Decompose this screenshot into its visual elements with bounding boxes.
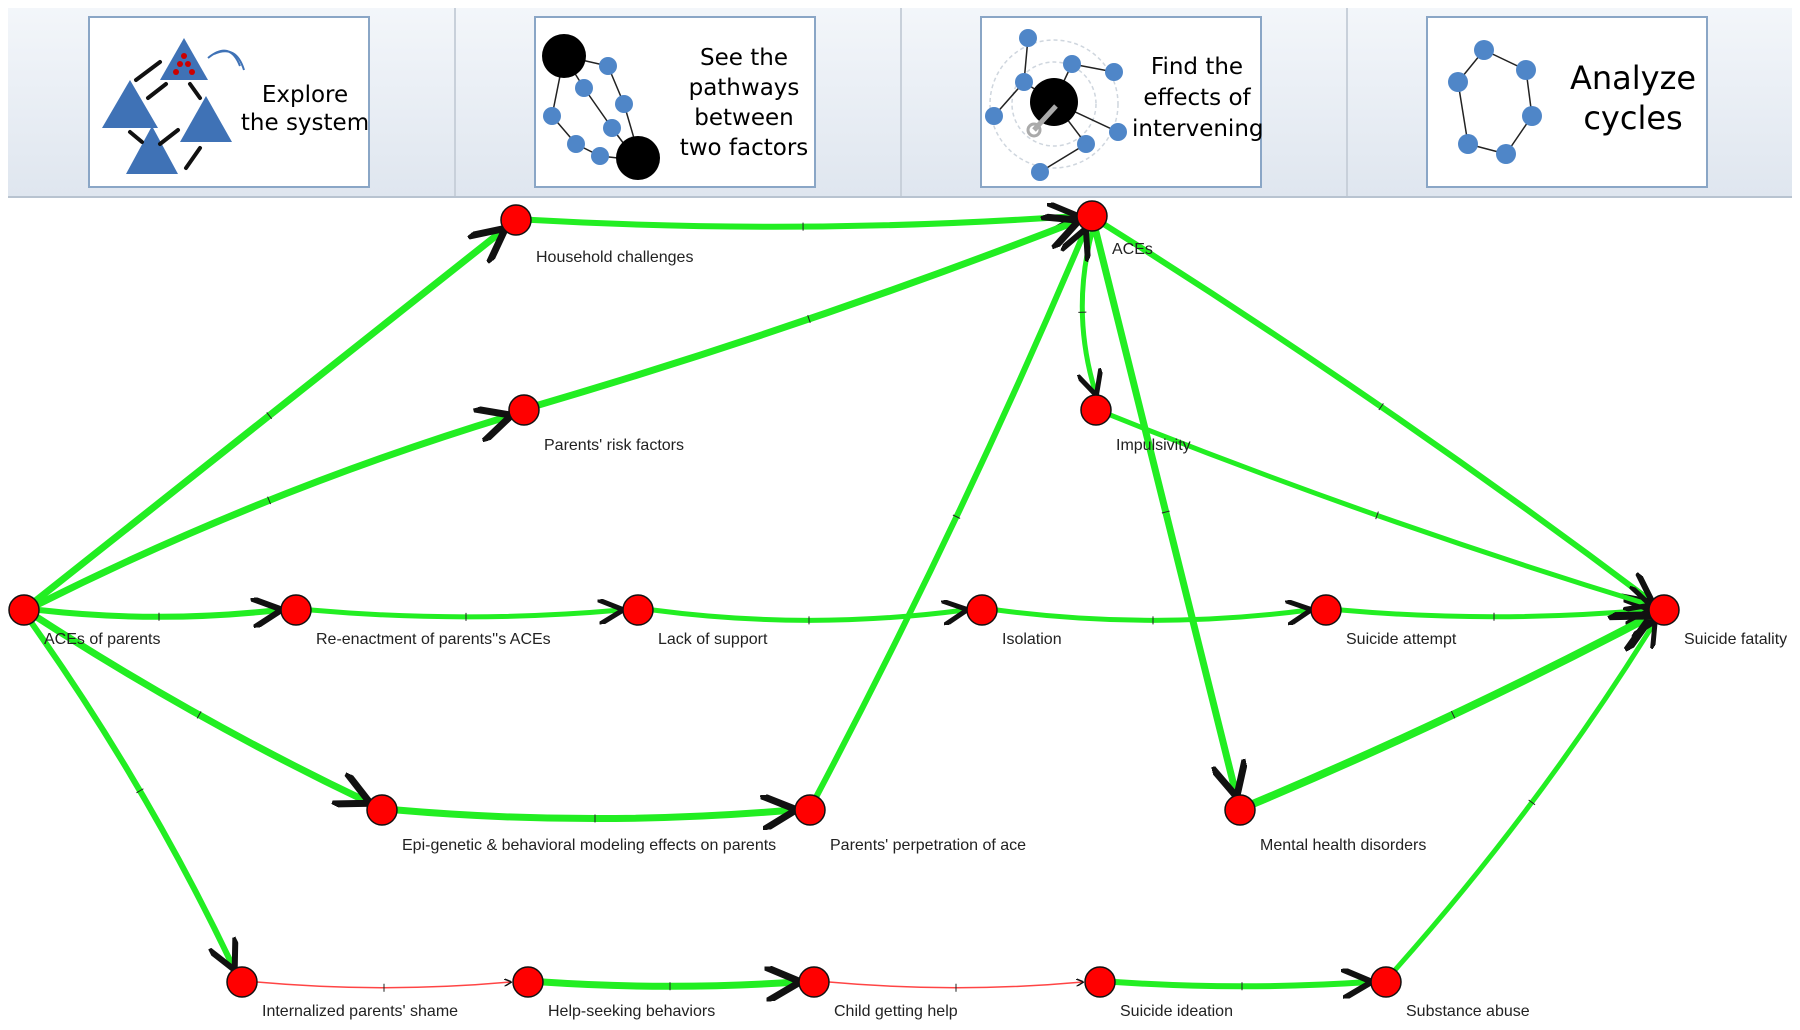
explore-section: Explore the system — [8, 8, 456, 196]
explore-system-button[interactable]: Explore the system — [88, 16, 370, 188]
node-help_seeking[interactable] — [512, 966, 544, 998]
edge-polarity-mark — [807, 315, 811, 323]
cycles-section: Analyze cycles — [1346, 8, 1792, 196]
node-epigenetic[interactable] — [366, 794, 398, 826]
edge-polarity-mark — [1378, 403, 1384, 411]
node-label-aces_parents: ACEs of parents — [44, 631, 161, 648]
node-suicide_ideation[interactable] — [1084, 966, 1116, 998]
intervene-label-line2: effects of — [1143, 85, 1251, 112]
node-substance[interactable] — [1370, 966, 1402, 998]
node-parents_risk[interactable] — [508, 394, 540, 426]
node-isolation[interactable] — [966, 594, 998, 626]
edge-polarity-mark — [266, 412, 273, 420]
node-aces[interactable] — [1076, 200, 1108, 232]
node-suicide_fatality[interactable] — [1648, 594, 1680, 626]
cycles-icon — [1448, 40, 1542, 164]
edge-perpetration-to-aces[interactable] — [813, 231, 1084, 800]
intervene-label-line1: Find the — [1150, 54, 1244, 80]
intervention-icon — [985, 29, 1127, 181]
node-label-lack_support: Lack of support — [658, 631, 768, 648]
intervene-label: Find the effects of intervening — [1132, 52, 1264, 145]
pathways-label-line2: pathways — [688, 74, 800, 101]
edge-polarity-mark — [952, 514, 961, 519]
node-mental_health[interactable] — [1224, 794, 1256, 826]
find-intervention-effects-button[interactable]: Find the effects of intervening — [980, 16, 1264, 188]
pathways-label: See the pathways between two factors — [674, 44, 814, 164]
explore-label: Explore the system — [240, 82, 370, 137]
intervene-label-line3: intervening — [1132, 116, 1264, 143]
node-label-shame: Internalized parents' shame — [262, 1003, 458, 1020]
node-label-impulsivity: Impulsivity — [1116, 437, 1191, 454]
edge-aces-to-suicide_fatality[interactable] — [1101, 221, 1650, 601]
see-pathways-button[interactable]: See the pathways between two factors — [534, 16, 816, 188]
node-label-suicide_ideation: Suicide ideation — [1120, 1003, 1233, 1020]
cycles-label-line1: Analyze — [1569, 59, 1697, 97]
node-household[interactable] — [500, 204, 532, 236]
explore-system-icon — [102, 38, 245, 174]
node-lack_support[interactable] — [622, 594, 654, 626]
node-label-suicide_attempt: Suicide attempt — [1346, 631, 1457, 648]
causal-loop-graph: ACEs of parents Household challenges ACEsP… — [8, 200, 1787, 1020]
node-label-reenactment: Re-enactment of parents''s ACEs — [316, 631, 551, 648]
node-label-help_seeking: Help-seeking behaviors — [548, 1003, 715, 1020]
node-reenactment[interactable] — [280, 594, 312, 626]
node-shame[interactable] — [226, 966, 258, 998]
node-label-child_help: Child getting help — [834, 1003, 958, 1020]
explore-label-line2: the system — [240, 109, 370, 136]
pathways-label-line3: between — [694, 104, 794, 131]
pathways-section: See the pathways between two factors — [454, 8, 902, 196]
cycles-label: Analyze cycles — [1558, 58, 1708, 138]
label-layer: ACEs of parents Household challenges ACEsP… — [44, 241, 1787, 1020]
pathways-label-line4: two factors — [679, 134, 809, 161]
pathways-label-line1: See the — [700, 45, 788, 71]
node-label-parents_risk: Parents' risk factors — [544, 437, 684, 454]
node-label-household: Household challenges — [536, 249, 693, 266]
node-perpetration[interactable] — [794, 794, 826, 826]
edge-polarity-mark — [1375, 511, 1379, 520]
pathways-icon — [542, 34, 660, 180]
intervene-section: Find the effects of intervening — [900, 8, 1348, 196]
edge-polarity-mark — [1161, 510, 1170, 514]
node-label-isolation: Isolation — [1002, 631, 1062, 648]
edge-substance-to-suicide_fatality[interactable] — [1392, 624, 1654, 973]
edge-polarity-mark — [1450, 710, 1456, 719]
edge-polarity-mark — [267, 496, 272, 505]
node-suicide_attempt[interactable] — [1310, 594, 1342, 626]
edge-impulsivity-to-suicide_fatality[interactable] — [1107, 412, 1648, 604]
edge-aces_parents-to-parents_risk[interactable] — [34, 416, 508, 608]
cycles-label-line2: cycles — [1583, 99, 1683, 137]
node-impulsivity[interactable] — [1080, 394, 1112, 426]
edge-polarity-mark — [196, 711, 202, 719]
node-label-perpetration: Parents' perpetration of ace — [830, 837, 1026, 854]
node-layer — [8, 200, 1680, 998]
node-label-substance: Substance abuse — [1406, 1003, 1530, 1020]
toolbar: Explore the system — [8, 8, 1792, 198]
node-child_help[interactable] — [798, 966, 830, 998]
edge-polarity-mark — [1528, 799, 1536, 806]
node-aces_parents[interactable] — [8, 594, 40, 626]
explore-label-line1: Explore — [261, 82, 349, 108]
analyze-cycles-button[interactable]: Analyze cycles — [1426, 16, 1708, 188]
node-label-suicide_fatality: Suicide fatality — [1684, 631, 1787, 648]
node-label-aces: ACEs — [1112, 241, 1153, 258]
node-label-epigenetic: Epi-genetic & behavioral modeling effect… — [402, 837, 776, 854]
node-label-mental_health: Mental health disorders — [1260, 837, 1426, 854]
edge-polarity-mark — [136, 788, 144, 794]
edge-layer — [28, 216, 1654, 992]
